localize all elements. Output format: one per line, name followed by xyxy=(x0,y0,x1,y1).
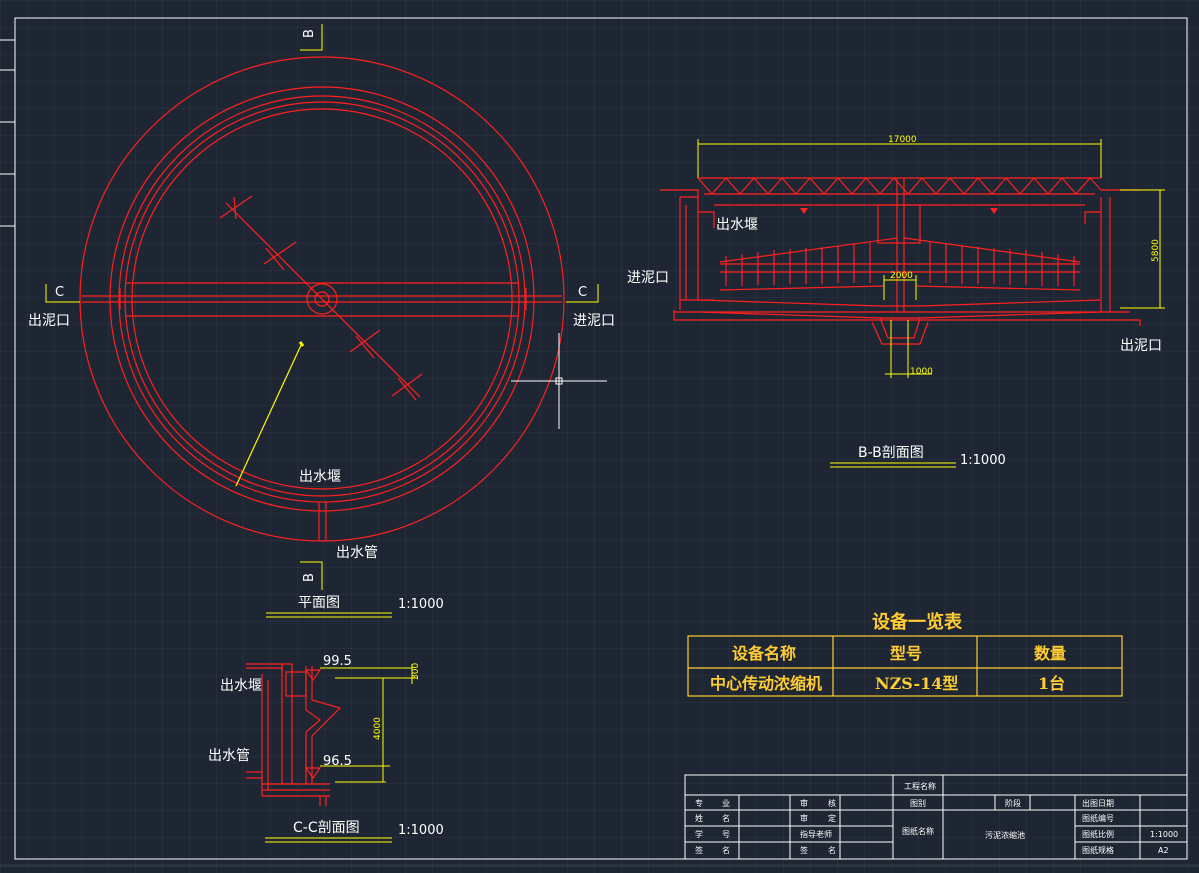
tb-left-row-1a: 专 xyxy=(695,798,703,808)
tb-mid-row-4a: 签 xyxy=(800,845,808,855)
cc-weir-label: 出水堰 xyxy=(220,678,262,694)
bb-title-block: B-B剖面图 1:1000 xyxy=(830,445,1006,468)
cc-small-dimension: 300 xyxy=(411,663,421,680)
section-marker-c-left: C xyxy=(45,284,80,303)
title-block xyxy=(684,774,1188,860)
bb-height-dimension: 5800 xyxy=(1151,239,1161,262)
tb-mid-row-4b: 名 xyxy=(828,845,836,855)
tb-mid-row-1a: 审 xyxy=(800,798,808,808)
bb-weir-label: 出水堰 xyxy=(716,217,758,233)
equipment-table: 设备一览表 设备名称 型号 数量 中心传动浓缩机 NZS-14型 1台 xyxy=(687,611,1123,697)
plan-sludge-inlet-label: 进泥口 xyxy=(573,313,615,329)
plan-title-block: 平面图 1:1000 xyxy=(266,595,444,618)
tb-scale-value: 1:1000 xyxy=(1150,830,1178,839)
tb-left-row-4a: 签 xyxy=(695,845,703,855)
tb-left-row-2a: 姓 xyxy=(695,813,703,823)
bb-inlet-label: 进泥口 xyxy=(627,270,669,286)
section-marker-b-bottom: B xyxy=(300,561,323,590)
section-b-top-label: B xyxy=(302,29,317,38)
tb-left-row-3b: 号 xyxy=(722,830,730,839)
cc-level-bottom: 96.5 xyxy=(323,754,352,769)
plan-scale: 1:1000 xyxy=(398,597,444,612)
tb-drawing-no-label: 图纸编号 xyxy=(1082,813,1114,823)
tb-project-label: 工程名称 xyxy=(904,781,936,791)
tb-left-row-1b: 业 xyxy=(722,798,730,808)
bb-center-dimension: 2000 xyxy=(890,271,913,281)
equipment-table-title: 设备一览表 xyxy=(872,611,963,633)
drawing-frame xyxy=(0,17,1199,867)
bb-width-dimension: 17000 xyxy=(888,135,917,145)
plan-sludge-outlet-label: 出泥口 xyxy=(28,313,70,329)
cc-scale: 1:1000 xyxy=(398,823,444,838)
tb-scale-label: 图纸比例 xyxy=(1082,829,1114,839)
tb-mid-row-2a: 审 xyxy=(800,813,808,823)
crosshair-cursor-icon[interactable] xyxy=(511,333,607,429)
bb-scale: 1:1000 xyxy=(960,453,1006,468)
cc-section-view xyxy=(246,663,418,806)
plan-view xyxy=(79,56,565,542)
tb-mid-row-3a: 指导老师 xyxy=(800,829,832,839)
bb-outlet-label: 出泥口 xyxy=(1120,338,1162,354)
tb-date-label: 出图日期 xyxy=(1082,798,1114,808)
tb-mid-row-1b: 核 xyxy=(828,798,836,808)
tb-mid-row-2b: 定 xyxy=(828,813,836,823)
equipment-row-name: 中心传动浓缩机 xyxy=(710,674,822,693)
tb-stage-label: 阶段 xyxy=(1005,798,1021,808)
equipment-row-model: NZS-14型 xyxy=(875,674,958,693)
equipment-row-quantity: 1台 xyxy=(1038,674,1065,693)
equipment-header-model: 型号 xyxy=(890,644,922,663)
tb-drawing-name-label: 图纸名称 xyxy=(902,826,934,836)
tb-left-row-4b: 名 xyxy=(722,845,730,855)
section-b-bottom-label: B xyxy=(302,573,317,582)
bb-section-view xyxy=(660,139,1165,378)
section-c-left-label: C xyxy=(55,285,64,300)
plan-title: 平面图 xyxy=(298,595,340,611)
cc-title: C-C剖面图 xyxy=(293,820,360,836)
cc-level-top: 99.5 xyxy=(323,654,352,669)
cc-height-dimension: 4000 xyxy=(373,717,383,740)
section-marker-c-right: C xyxy=(566,284,599,303)
tb-drawing-name: 污泥浓缩池 xyxy=(985,830,1025,840)
section-c-right-label: C xyxy=(578,285,587,300)
tb-left-row-3a: 学 xyxy=(695,829,703,839)
tb-size-label: 图纸规格 xyxy=(1082,845,1114,855)
cc-title-block: C-C剖面图 1:1000 xyxy=(265,820,444,843)
bb-bottom-dimension: 1000 xyxy=(910,367,933,377)
section-marker-b-top: B xyxy=(300,24,323,51)
plan-weir-label: 出水堰 xyxy=(299,469,341,485)
tb-left-row-2b: 名 xyxy=(722,813,730,823)
tb-drawing-type-label: 图别 xyxy=(910,799,926,808)
equipment-header-quantity: 数量 xyxy=(1034,644,1066,663)
equipment-header-name: 设备名称 xyxy=(732,644,796,663)
tb-size-value: A2 xyxy=(1158,846,1169,855)
bb-title: B-B剖面图 xyxy=(858,445,924,461)
cc-pipe-label: 出水管 xyxy=(208,748,250,764)
plan-pipe-label: 出水管 xyxy=(336,545,378,561)
